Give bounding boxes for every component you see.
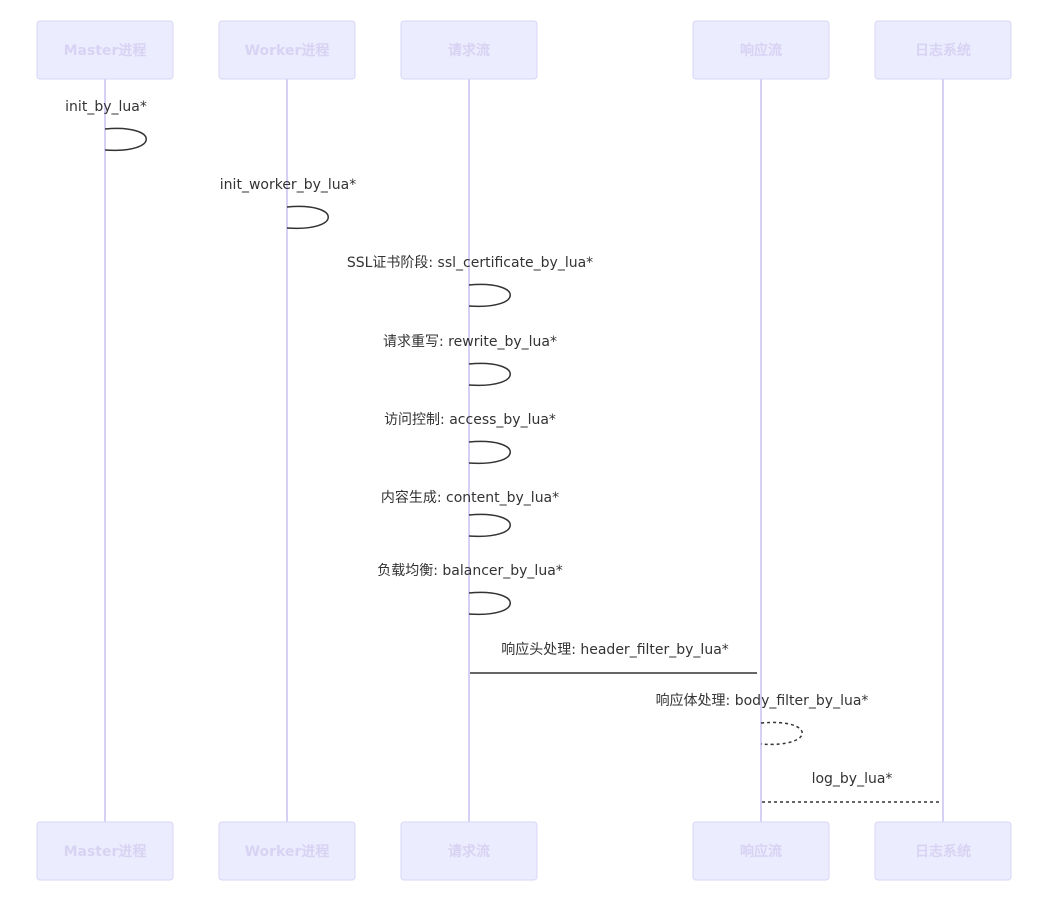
message-2: SSL证书阶段: ssl_certificate_by_lua*: [347, 255, 593, 308]
participants-top: Master进程 Worker进程 请求流 响应流 日志系统: [36, 20, 1012, 80]
participant-master-bottom: Master进程: [36, 821, 174, 881]
participant-label: 响应流: [740, 843, 782, 860]
participant-label: Master进程: [64, 844, 147, 860]
participant-response-top: 响应流: [692, 20, 830, 80]
participant-box: [692, 20, 830, 80]
participant-worker-top: Worker进程: [218, 20, 356, 80]
self-message-loop: [760, 721, 803, 746]
message-9: log_by_lua*: [762, 771, 939, 803]
participant-response-bottom: 响应流: [692, 821, 830, 881]
self-message-loop: [468, 283, 511, 308]
self-message-loop: [104, 127, 147, 152]
self-message-loop: [468, 362, 511, 387]
message-label: 响应头处理: header_filter_by_lua*: [501, 641, 729, 658]
participant-box: [218, 20, 356, 80]
lifelines: [104, 79, 944, 822]
self-message-loop: [468, 591, 511, 616]
participant-box: [874, 20, 1012, 80]
participant-request-bottom: 请求流: [400, 821, 538, 881]
self-message-loop: [468, 440, 511, 465]
participant-log-top: 日志系统: [874, 20, 1012, 80]
participant-worker-bottom: Worker进程: [218, 821, 356, 881]
participant-label: Worker进程: [245, 43, 330, 59]
participant-label: 日志系统: [915, 42, 971, 59]
participant-label: Master进程: [64, 43, 147, 59]
message-4: 访问控制: access_by_lua*: [384, 412, 556, 465]
participant-box: [692, 821, 830, 881]
participant-box: [36, 821, 174, 881]
participant-box: [874, 821, 1012, 881]
participant-box: [400, 20, 538, 80]
participant-label: 请求流: [448, 42, 490, 59]
message-label: 内容生成: content_by_lua*: [381, 489, 559, 506]
message-label: log_by_lua*: [812, 771, 893, 787]
message-label: 负载均衡: balancer_by_lua*: [377, 563, 563, 579]
participant-label: Worker进程: [245, 844, 330, 860]
message-3: 请求重写: rewrite_by_lua*: [383, 334, 557, 387]
participant-label: 响应流: [740, 42, 782, 59]
self-message-loop: [468, 513, 511, 538]
participant-label: 请求流: [448, 843, 490, 860]
participant-log-bottom: 日志系统: [874, 821, 1012, 881]
message-0: init_by_lua*: [65, 99, 147, 152]
messages: init_by_lua* init_worker_by_lua* SSL证书阶段: …: [65, 99, 939, 803]
participant-box: [218, 821, 356, 881]
participant-box: [400, 821, 538, 881]
message-label: 请求重写: rewrite_by_lua*: [383, 334, 557, 350]
participant-label: 日志系统: [915, 843, 971, 860]
participant-master-top: Master进程: [36, 20, 174, 80]
message-6: 负载均衡: balancer_by_lua*: [377, 563, 563, 616]
message-8: 响应体处理: body_filter_by_lua*: [656, 692, 869, 746]
message-label: 响应体处理: body_filter_by_lua*: [656, 692, 869, 709]
message-label: init_by_lua*: [65, 99, 147, 115]
self-message-loop: [286, 205, 329, 230]
message-label: SSL证书阶段: ssl_certificate_by_lua*: [347, 255, 593, 271]
message-7: 响应头处理: header_filter_by_lua*: [470, 641, 757, 674]
message-1: init_worker_by_lua*: [220, 177, 356, 230]
participant-box: [36, 20, 174, 80]
message-label: 访问控制: access_by_lua*: [384, 412, 556, 428]
participants-bottom: Master进程 Worker进程 请求流 响应流 日志系统: [36, 821, 1012, 881]
participant-request-top: 请求流: [400, 20, 538, 80]
message-5: 内容生成: content_by_lua*: [381, 489, 559, 538]
message-label: init_worker_by_lua*: [220, 177, 356, 193]
